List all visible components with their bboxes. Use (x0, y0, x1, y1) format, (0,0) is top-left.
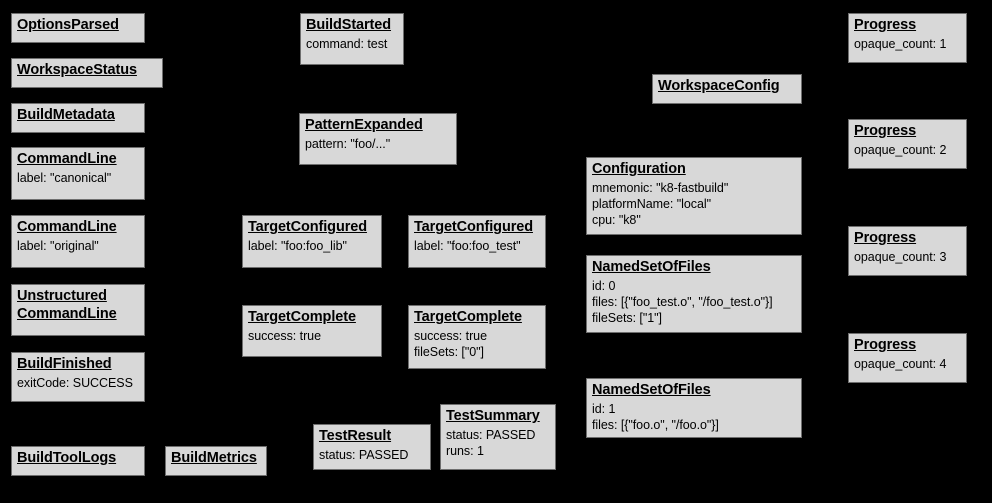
node-title: TestSummary (446, 408, 540, 424)
node-pattern-expanded[interactable]: PatternExpanded pattern: "foo/..." (299, 113, 457, 165)
node-field: runs: 1 (446, 443, 484, 458)
node-field: mnemonic: "k8-fastbuild" (592, 180, 729, 195)
node-progress-2[interactable]: Progress opaque_count: 2 (848, 119, 967, 169)
node-workspace-status[interactable]: WorkspaceStatus (11, 58, 163, 88)
node-progress-3[interactable]: Progress opaque_count: 3 (848, 226, 967, 276)
node-configuration[interactable]: Configuration mnemonic: "k8-fastbuild"pla… (586, 157, 802, 235)
node-title: NamedSetOfFiles (592, 259, 711, 275)
node-fields: success: true (248, 328, 376, 344)
node-title: WorkspaceConfig (658, 78, 780, 94)
node-fields: label: "original" (17, 238, 139, 254)
node-command-line-canonical[interactable]: CommandLine label: "canonical" (11, 147, 145, 200)
node-build-finished[interactable]: BuildFinished exitCode: SUCCESS (11, 352, 145, 402)
node-field: fileSets: ["1"] (592, 310, 662, 325)
node-field: id: 0 (592, 278, 616, 293)
node-fields: opaque_count: 2 (854, 142, 961, 158)
node-field: opaque_count: 3 (854, 249, 947, 264)
node-command-line-original[interactable]: CommandLine label: "original" (11, 215, 145, 268)
node-target-complete-foo-lib[interactable]: TargetComplete success: true (242, 305, 382, 357)
node-title-line: Unstructured (17, 288, 107, 304)
node-title: TargetComplete (414, 309, 522, 325)
node-field: status: PASSED (319, 447, 409, 462)
node-title: BuildMetrics (171, 450, 257, 466)
node-title: BuildStarted (306, 17, 392, 33)
node-options-parsed[interactable]: OptionsParsed (11, 13, 145, 43)
node-title: Progress (854, 17, 917, 33)
node-title: BuildMetadata (17, 107, 115, 123)
node-fields: label: "canonical" (17, 170, 139, 186)
node-title: Progress (854, 123, 917, 139)
node-title: PatternExpanded (305, 117, 423, 133)
node-build-tool-logs[interactable]: BuildToolLogs (11, 446, 145, 476)
node-target-configured-foo-test[interactable]: TargetConfigured label: "foo:foo_test" (408, 215, 546, 268)
node-field: exitCode: SUCCESS (17, 375, 133, 390)
node-title: Progress (854, 230, 917, 246)
node-progress-4[interactable]: Progress opaque_count: 4 (848, 333, 967, 383)
node-field: files: [{"foo.o", "/foo.o"}] (592, 417, 719, 432)
node-fields: pattern: "foo/..." (305, 136, 451, 152)
node-build-metadata[interactable]: BuildMetadata (11, 103, 145, 133)
node-title: BuildFinished (17, 356, 112, 372)
node-title: TargetConfigured (248, 219, 367, 235)
node-test-result[interactable]: TestResult status: PASSED (313, 424, 431, 470)
node-title: Configuration (592, 161, 686, 177)
node-field: status: PASSED (446, 427, 536, 442)
node-field: success: true (414, 328, 487, 343)
node-fields: opaque_count: 4 (854, 356, 961, 372)
node-field: label: "original" (17, 238, 99, 253)
node-target-configured-foo-lib[interactable]: TargetConfigured label: "foo:foo_lib" (242, 215, 382, 268)
node-title: WorkspaceStatus (17, 62, 137, 78)
node-progress-1[interactable]: Progress opaque_count: 1 (848, 13, 967, 63)
node-field: pattern: "foo/..." (305, 136, 391, 151)
node-title: CommandLine (17, 151, 117, 167)
node-title: TestResult (319, 428, 392, 444)
node-fields: opaque_count: 3 (854, 249, 961, 265)
node-build-metrics[interactable]: BuildMetrics (165, 446, 267, 476)
node-field: id: 1 (592, 401, 616, 416)
node-fields: label: "foo:foo_test" (414, 238, 540, 254)
node-field: opaque_count: 1 (854, 36, 947, 51)
node-field: success: true (248, 328, 321, 343)
node-fields: status: PASSED (319, 447, 425, 463)
node-build-started[interactable]: BuildStarted command: test (300, 13, 404, 65)
node-title-line: CommandLine (17, 305, 117, 322)
node-field: label: "foo:foo_lib" (248, 238, 347, 253)
node-fields: exitCode: SUCCESS (17, 375, 139, 391)
node-title: TargetComplete (248, 309, 356, 325)
node-title: Progress (854, 337, 917, 353)
node-field: label: "foo:foo_test" (414, 238, 521, 253)
node-fields: label: "foo:foo_lib" (248, 238, 376, 254)
node-field: opaque_count: 4 (854, 356, 947, 371)
node-fields: mnemonic: "k8-fastbuild"platformName: "l… (592, 180, 796, 228)
node-title: TargetConfigured (414, 219, 533, 235)
node-field: fileSets: ["0"] (414, 344, 484, 359)
node-title: CommandLine (17, 219, 117, 235)
node-title: OptionsParsed (17, 17, 119, 33)
node-field: command: test (306, 36, 388, 51)
node-fields: command: test (306, 36, 398, 52)
node-field: cpu: "k8" (592, 212, 641, 227)
node-workspace-config[interactable]: WorkspaceConfig (652, 74, 802, 104)
node-field: opaque_count: 2 (854, 142, 947, 157)
node-field: files: [{"foo_test.o", "/foo_test.o"}] (592, 294, 773, 309)
node-fields: opaque_count: 1 (854, 36, 961, 52)
node-title: NamedSetOfFiles (592, 382, 711, 398)
node-title: BuildToolLogs (17, 450, 117, 466)
node-field: label: "canonical" (17, 170, 112, 185)
node-field: platformName: "local" (592, 196, 711, 211)
